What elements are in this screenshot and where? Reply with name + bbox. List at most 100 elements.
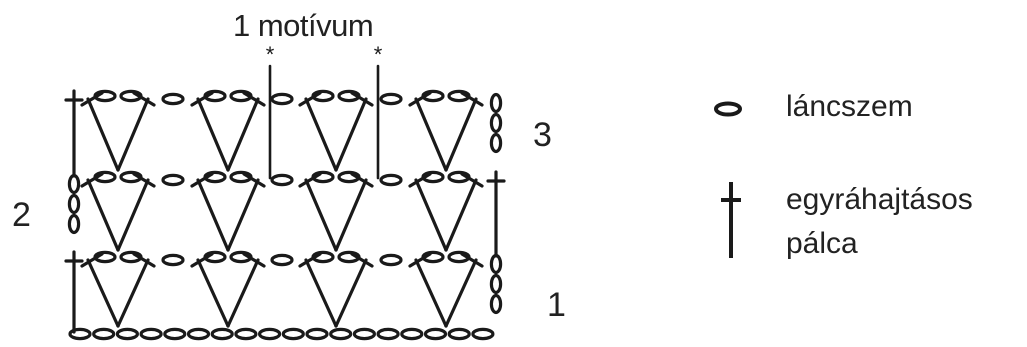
- shell-stitch-left: [304, 97, 338, 172]
- shell-chain: [229, 89, 253, 103]
- shell-stitch-right: [116, 178, 150, 252]
- shell-stitch-bar: [242, 91, 266, 107]
- shell-chain: [447, 170, 471, 184]
- shell-stitch-right: [334, 178, 368, 252]
- shell-stitch-bar: [298, 252, 322, 268]
- foundation-chain: [400, 327, 424, 341]
- turning-chain: [67, 213, 81, 235]
- shell-chain: [447, 250, 471, 264]
- shell-stitch-bar: [190, 91, 214, 107]
- shell-stitch-left: [196, 178, 230, 252]
- shell-chain: [337, 250, 361, 264]
- shell-stitch-right: [444, 97, 478, 172]
- shell-stitch-right: [116, 258, 150, 328]
- shell-stitch-right: [226, 178, 260, 252]
- connecting-chain: [379, 173, 403, 187]
- shell-stitch-bar: [408, 91, 432, 107]
- shell-chain: [203, 250, 227, 264]
- shell-chain: [337, 89, 361, 103]
- turning-chain: [67, 173, 81, 195]
- connecting-chain: [270, 173, 294, 187]
- row-number-2: 2: [12, 196, 31, 234]
- connecting-chain: [161, 173, 185, 187]
- motif-marker: *: [266, 42, 275, 67]
- shell-stitch-right: [334, 97, 368, 172]
- shell-chain: [93, 250, 117, 264]
- turning-chain: [489, 112, 503, 134]
- shell-stitch-bar: [350, 91, 374, 107]
- foundation-chain: [68, 327, 92, 341]
- shell-stitch-bar: [460, 252, 484, 268]
- shell-stitch-bar: [80, 252, 104, 268]
- turning-chain: [489, 253, 503, 275]
- shell-stitch-right: [226, 258, 260, 328]
- shell-stitch-bar: [350, 252, 374, 268]
- double-crochet-icon: [721, 182, 741, 258]
- foundation-chain: [234, 327, 258, 341]
- foundation-chain: [471, 327, 495, 341]
- motif-marker: *: [374, 42, 383, 67]
- shell-chain: [311, 250, 335, 264]
- shell-stitch-left: [86, 258, 120, 328]
- foundation-chain: [447, 327, 471, 341]
- shell-chain: [229, 170, 253, 184]
- connecting-chain: [161, 92, 185, 106]
- turning-chain: [489, 293, 503, 315]
- shell-chain: [93, 89, 117, 103]
- turning-chain: [67, 193, 81, 215]
- shell-chain: [203, 170, 227, 184]
- turning-chain: [489, 132, 503, 154]
- connecting-chain: [270, 92, 294, 106]
- shell-chain: [119, 89, 143, 103]
- foundation-chain: [210, 327, 234, 341]
- turning-chain: [489, 92, 503, 114]
- shell-stitch-bar: [298, 91, 322, 107]
- row-number-3: 3: [533, 116, 552, 154]
- foundation-chain: [115, 327, 140, 341]
- shell-stitch-left: [196, 97, 230, 172]
- connecting-chain: [379, 92, 403, 106]
- foundation-chain: [329, 327, 353, 341]
- shell-chain: [119, 170, 143, 184]
- shell-chain: [421, 250, 445, 264]
- shell-chain: [421, 89, 445, 103]
- motif-label: 1 motívum: [233, 8, 374, 43]
- shell-chain: [119, 250, 143, 264]
- shell-stitch-bar: [460, 172, 484, 188]
- foundation-chain: [305, 327, 329, 341]
- shell-chain: [447, 89, 471, 103]
- shell-stitch-left: [304, 258, 338, 328]
- shell-stitch-bar: [298, 172, 322, 188]
- chain-icon: [714, 101, 742, 117]
- shell-stitch-right: [334, 258, 368, 328]
- shell-stitch-right: [444, 258, 478, 328]
- shell-stitch-left: [414, 97, 448, 172]
- shell-stitch-right: [116, 97, 150, 172]
- shell-stitch-bar: [80, 91, 104, 107]
- legend-dc-label-line2: pálca: [786, 227, 858, 260]
- shell-stitch-left: [414, 258, 448, 328]
- foundation-chain: [281, 327, 305, 341]
- connecting-chain: [270, 253, 294, 267]
- shell-chain: [421, 170, 445, 184]
- shell-stitch-left: [86, 178, 120, 252]
- foundation-chain: [92, 327, 116, 341]
- shell-stitch-bar: [408, 252, 432, 268]
- shell-stitch-bar: [460, 91, 484, 107]
- shell-stitch-right: [226, 97, 260, 172]
- shell-chain: [311, 170, 335, 184]
- row-number-1: 1: [547, 286, 566, 324]
- foundation-chain: [139, 327, 163, 341]
- shell-chain: [311, 89, 335, 103]
- legend-chain-label: láncszem: [786, 90, 913, 123]
- shell-chain: [93, 170, 117, 184]
- shell-stitch-left: [304, 178, 338, 252]
- shell-stitch-right: [444, 178, 478, 252]
- shell-stitch-bar: [80, 172, 104, 188]
- shell-stitch-left: [196, 258, 230, 328]
- foundation-chain: [423, 327, 448, 341]
- shell-stitch-bar: [190, 172, 214, 188]
- shell-stitch-bar: [242, 172, 266, 188]
